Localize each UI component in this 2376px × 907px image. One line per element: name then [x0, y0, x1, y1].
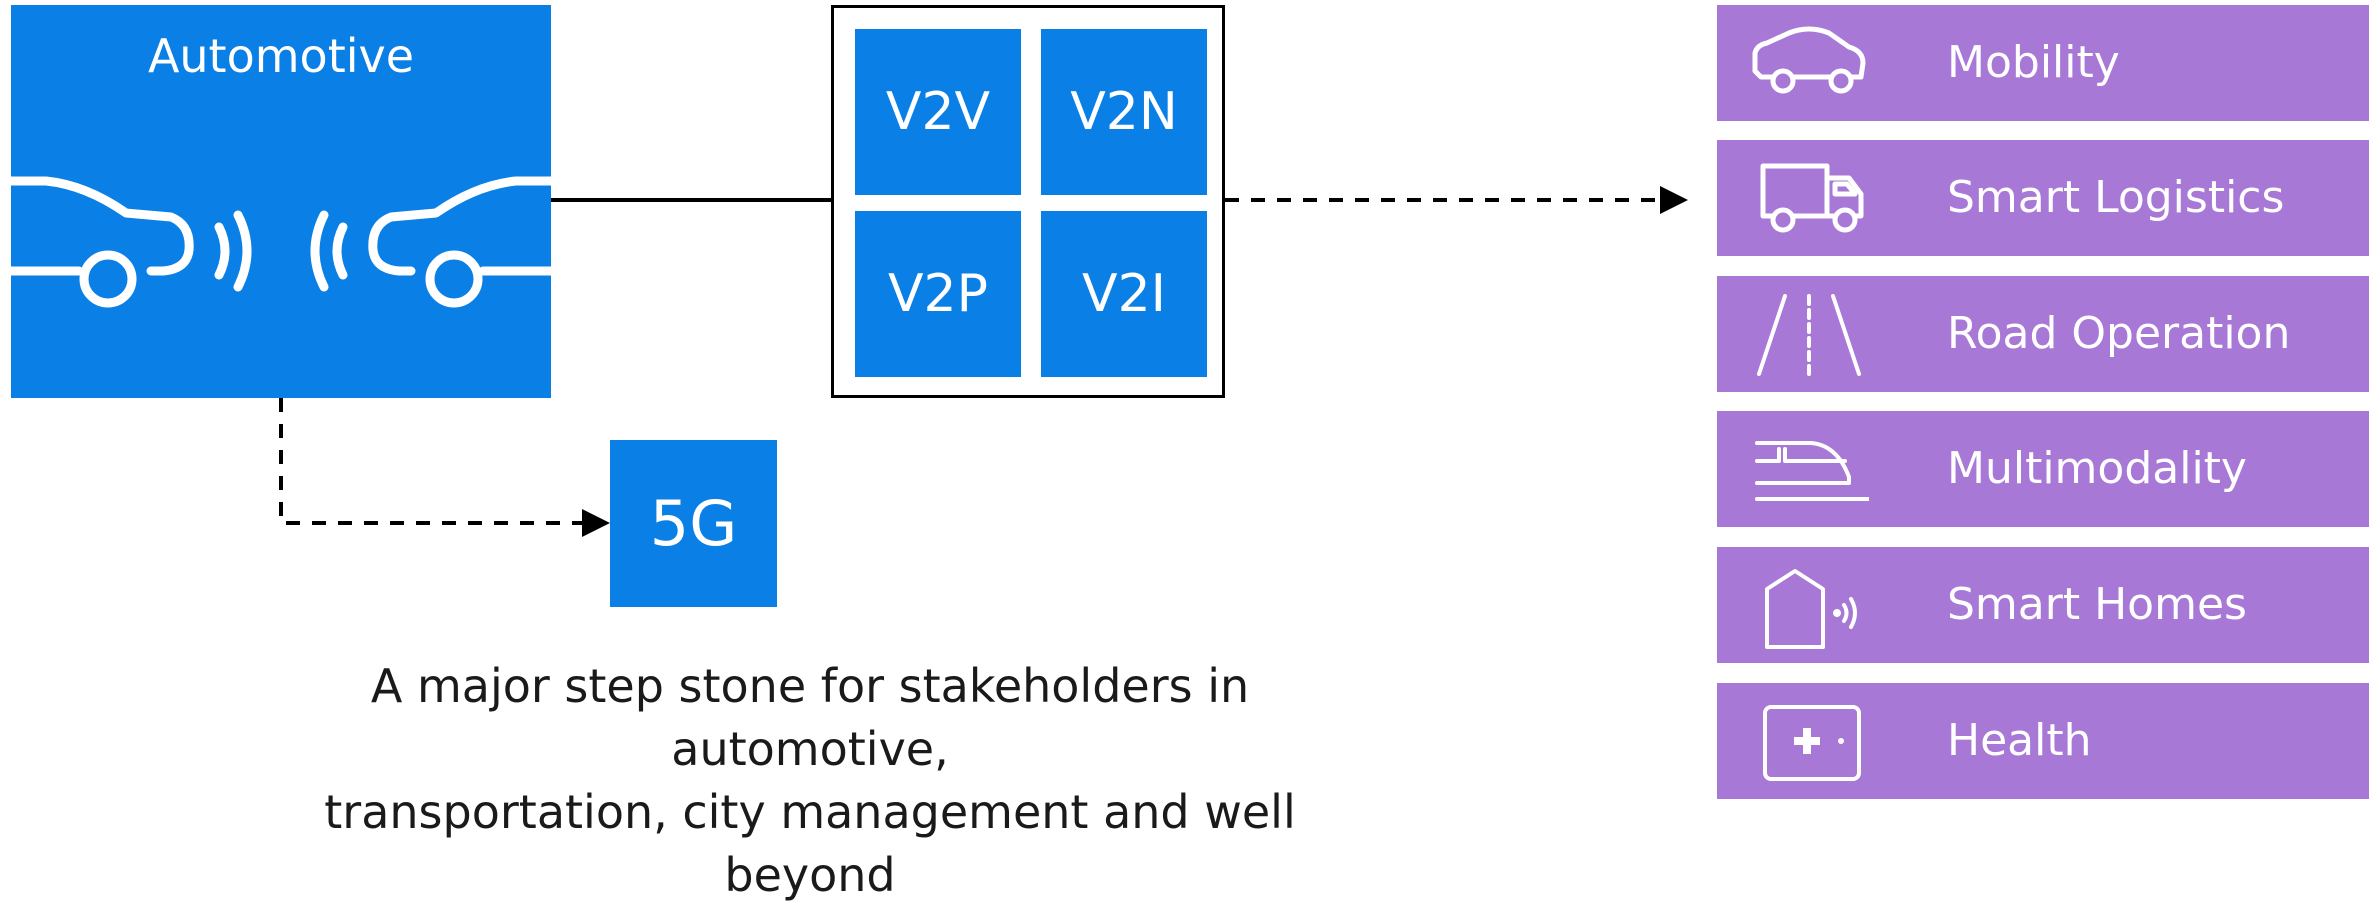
automotive-title: Automotive	[147, 29, 415, 83]
application-label: Smart Logistics	[1947, 172, 2285, 223]
5g-tile: 5G	[610, 440, 777, 607]
application-label: Health	[1947, 715, 2092, 766]
application-label: Smart Homes	[1947, 579, 2247, 630]
v2p-tile: V2P	[855, 211, 1021, 377]
caption-line-1: A major step stone for stakeholders in a…	[370, 659, 1250, 776]
v2x-group: V2V V2N V2P V2I	[831, 5, 1225, 398]
v2i-tile: V2I	[1041, 211, 1207, 377]
connected-cars-icon	[11, 176, 551, 308]
application-label: Multimodality	[1947, 443, 2247, 494]
caption: A major step stone for stakeholders in a…	[250, 655, 1370, 907]
application-mobility: Mobility	[1717, 5, 2369, 121]
connector-lines	[279, 186, 1688, 537]
home-icon	[1765, 569, 1857, 649]
road-icon	[1757, 294, 1861, 376]
car-icon	[1752, 26, 1866, 94]
v2n-tile: V2N	[1041, 29, 1207, 195]
application-label: Mobility	[1947, 37, 2120, 88]
train-icon	[1755, 441, 1869, 501]
application-smart-logistics: Smart Logistics	[1717, 140, 2369, 256]
application-multimodality: Multimodality	[1717, 411, 2369, 527]
automotive-box: Automotive	[11, 5, 551, 398]
arrowhead-applications	[1660, 186, 1688, 214]
v2v-tile: V2V	[855, 29, 1021, 195]
application-road-operation: Road Operation	[1717, 276, 2369, 392]
truck-icon	[1760, 163, 1864, 233]
medical-kit-icon	[1763, 705, 1861, 781]
caption-line-2: transportation, city management and well…	[324, 785, 1296, 902]
application-health: Health	[1717, 683, 2369, 799]
arrowhead-5g	[582, 509, 610, 537]
application-label: Road Operation	[1947, 308, 2291, 359]
automotive-to-5g-arrow	[279, 398, 582, 525]
application-smart-homes: Smart Homes	[1717, 547, 2369, 663]
